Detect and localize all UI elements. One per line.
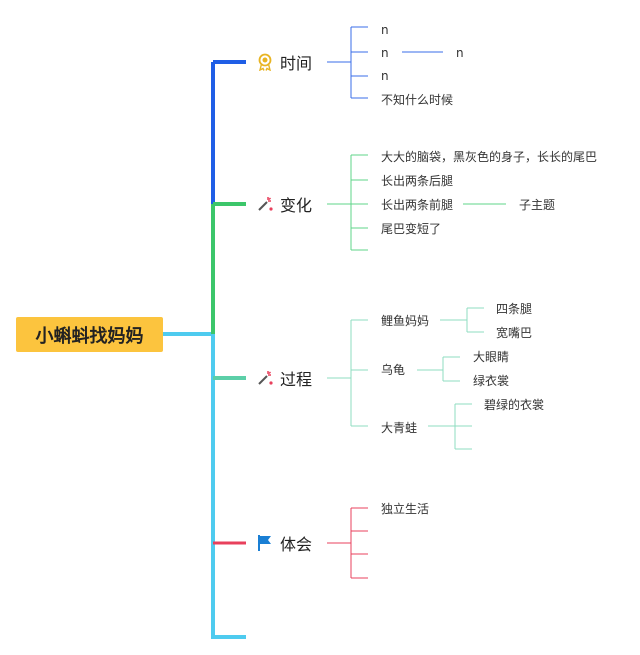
branch-feeling-label: 体会 xyxy=(280,535,313,554)
process-leaf-turtle[interactable]: 乌龟 xyxy=(381,363,406,377)
time-leaf-1[interactable]: n xyxy=(381,23,389,37)
magic-wand-icon xyxy=(256,195,274,213)
process-leaf-frog[interactable]: 大青蛙 xyxy=(381,421,418,435)
branch-feeling[interactable]: 体会 xyxy=(256,529,313,557)
change-leaf-3-child[interactable]: 子主题 xyxy=(519,198,556,212)
branch-change-label: 变化 xyxy=(280,196,313,215)
change-leaf-2[interactable]: 长出两条后腿 xyxy=(381,174,454,188)
process-leaf-carp-child-1[interactable]: 四条腿 xyxy=(496,302,533,316)
branch-time-label: 时间 xyxy=(280,54,313,73)
process-leaf-turtle-child-2[interactable]: 绿衣裳 xyxy=(473,374,510,388)
process-leaf-frog-child-1[interactable]: 碧绿的衣裳 xyxy=(484,398,545,412)
change-leaf-lines xyxy=(327,154,506,251)
process-leaf-lines xyxy=(327,307,484,450)
process-leaf-carp-child-2[interactable]: 宽嘴巴 xyxy=(496,326,533,340)
branch-time[interactable]: 时间 xyxy=(256,48,313,76)
magic-wand-icon xyxy=(256,369,274,387)
trunk-lower xyxy=(211,334,246,639)
branch-process-label: 过程 xyxy=(280,370,313,389)
award-ribbon-icon xyxy=(256,53,274,72)
root-title: 小蝌蚪找妈妈 xyxy=(35,325,144,347)
change-leaf-3[interactable]: 长出两条前腿 xyxy=(381,198,454,212)
change-leaf-1[interactable]: 大大的脑袋，黑灰色的身子，长长的尾巴 xyxy=(381,150,598,164)
time-leaf-2[interactable]: n xyxy=(381,46,389,60)
change-leaf-4[interactable]: 尾巴变短了 xyxy=(381,222,442,236)
time-leaf-2-child[interactable]: n xyxy=(456,46,464,60)
process-leaf-turtle-child-1[interactable]: 大眼睛 xyxy=(473,350,510,364)
process-leaf-carp[interactable]: 鲤鱼妈妈 xyxy=(381,314,430,328)
branch-process[interactable]: 过程 xyxy=(256,364,313,392)
branch-change[interactable]: 变化 xyxy=(256,190,313,218)
time-leaf-lines xyxy=(327,26,443,99)
flag-icon xyxy=(256,534,274,552)
feeling-leaf-lines xyxy=(327,507,368,579)
time-leaf-3[interactable]: n xyxy=(381,69,389,83)
root-topic[interactable]: 小蝌蚪找妈妈 xyxy=(16,317,163,352)
time-leaf-4[interactable]: 不知什么时候 xyxy=(381,93,454,107)
feeling-leaf-1[interactable]: 独立生活 xyxy=(381,502,430,516)
